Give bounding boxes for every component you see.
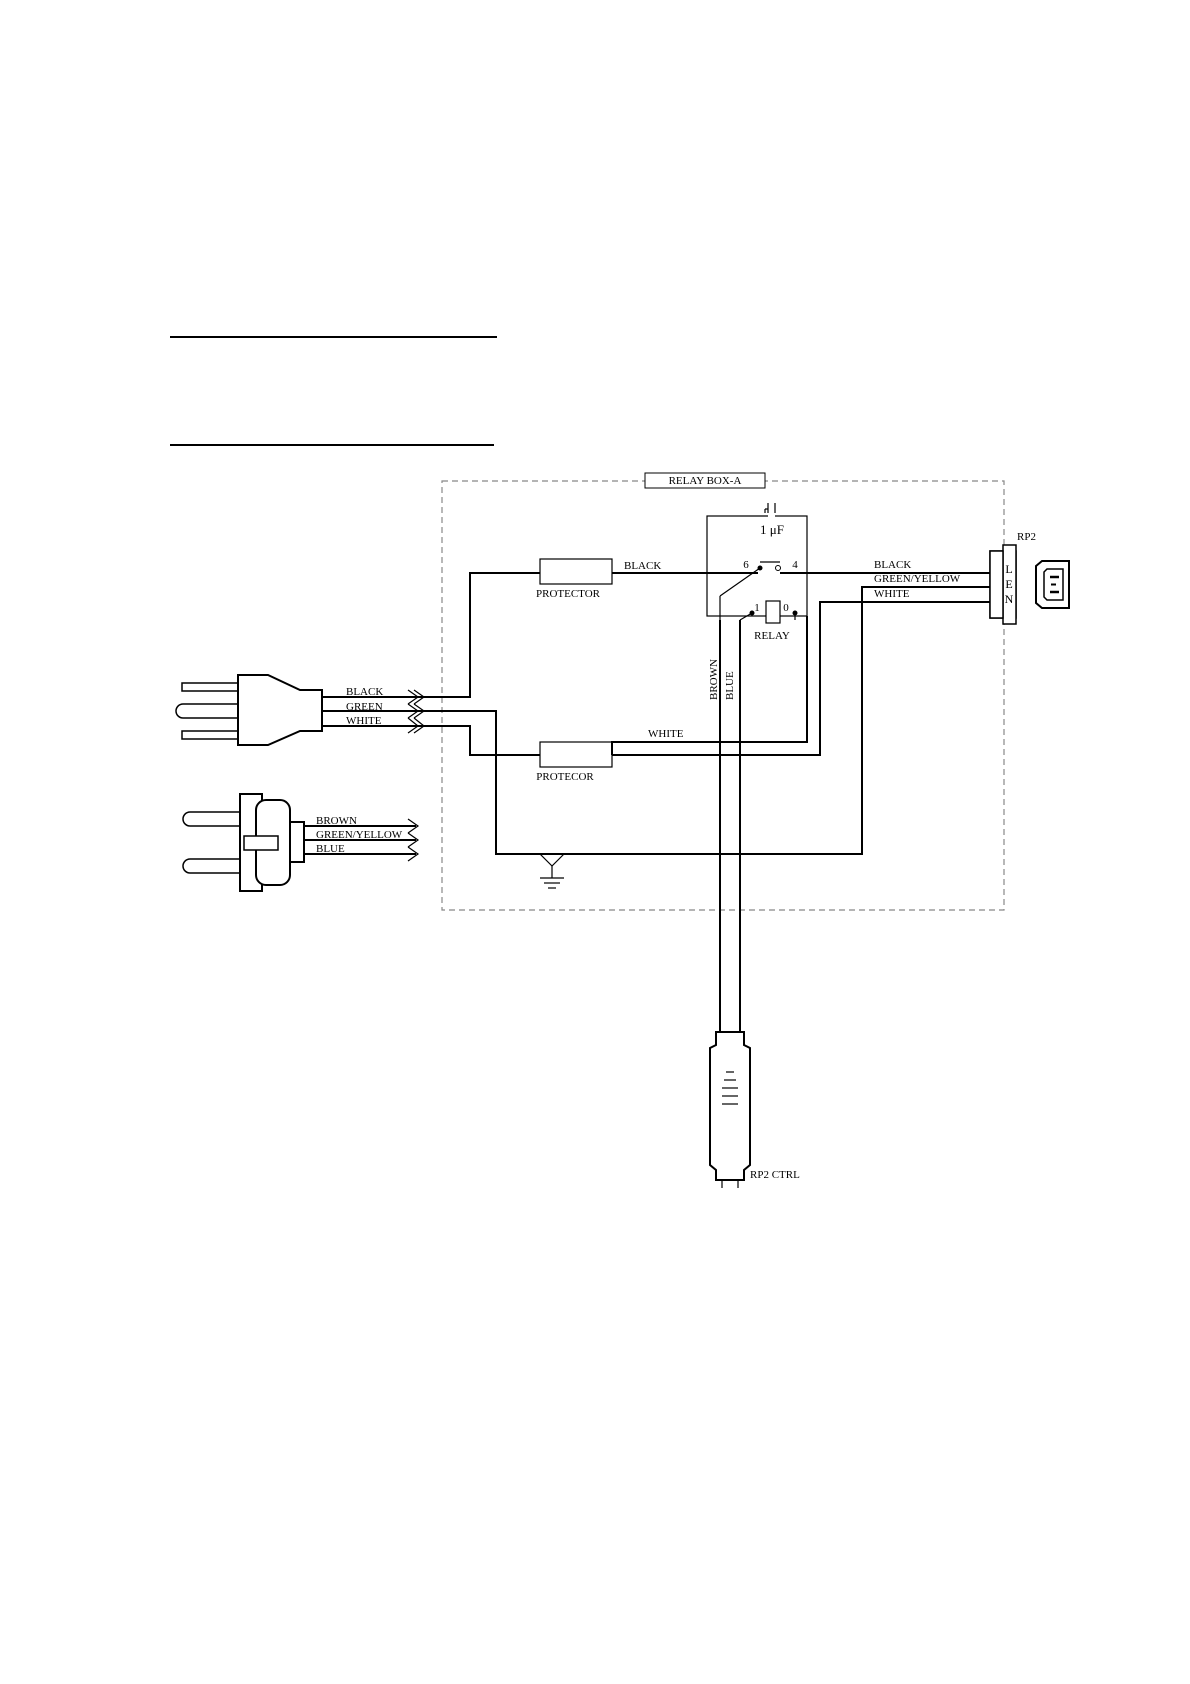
rp2-ctrl-label: RP2 CTRL <box>750 1169 800 1181</box>
plug2-wire-brown-label: BROWN <box>316 815 357 827</box>
rp2-terminal-e: E <box>1005 577 1012 591</box>
wire-white-protector-label: WHITE <box>648 728 684 740</box>
wire-white-in <box>415 726 540 755</box>
wire-black-in <box>415 573 540 697</box>
plug2-wire-blue-label: BLUE <box>316 843 345 855</box>
ground-icon <box>540 854 564 888</box>
relay-label: RELAY <box>754 630 790 642</box>
plug-2-icon <box>183 794 304 891</box>
output-wire-black-label: BLACK <box>874 559 911 571</box>
plug1-wire-green-label: GREEN <box>346 701 383 713</box>
output-wire-greenyellow-label: GREEN/YELLOW <box>874 573 961 585</box>
wire-ground <box>415 587 990 854</box>
ctrl-wire-blue-label: BLUE <box>724 671 736 700</box>
rp2-terminal-n: N <box>1005 592 1014 606</box>
ctrl-wire-brown-label: BROWN <box>708 659 720 700</box>
protector-bottom-label: PROTECOR <box>536 771 594 783</box>
rp2-terminal-l: L <box>1005 562 1012 576</box>
plug1-wire-white-label: WHITE <box>346 715 382 727</box>
plug1-wire-black-label: BLACK <box>346 686 383 698</box>
contact-4-dot <box>776 566 781 571</box>
contact-4-label: 4 <box>792 559 798 571</box>
protector-bottom <box>540 742 612 767</box>
relay-box-border <box>442 481 1004 910</box>
plug-1-icon <box>176 675 322 745</box>
protector-top <box>540 559 612 584</box>
relay-coil <box>766 601 780 623</box>
capacitor-label: 1 μF <box>760 522 784 537</box>
relay-box-title: RELAY BOX-A <box>669 475 742 487</box>
protector-top-label: PROTECTOR <box>536 588 601 600</box>
contact-6-label: 6 <box>743 559 749 571</box>
contact-0-label: 0 <box>783 602 789 614</box>
wire-black-protector-label: BLACK <box>624 560 661 572</box>
iec-socket-icon <box>1036 561 1069 608</box>
rp2-label: RP2 <box>1017 531 1036 543</box>
output-wire-white-label: WHITE <box>874 588 910 600</box>
plug2-wire-greenyellow-label: GREEN/YELLOW <box>316 829 403 841</box>
rp2-ctrl-connector <box>710 1032 750 1188</box>
contact-1-label: 1 <box>754 602 760 614</box>
